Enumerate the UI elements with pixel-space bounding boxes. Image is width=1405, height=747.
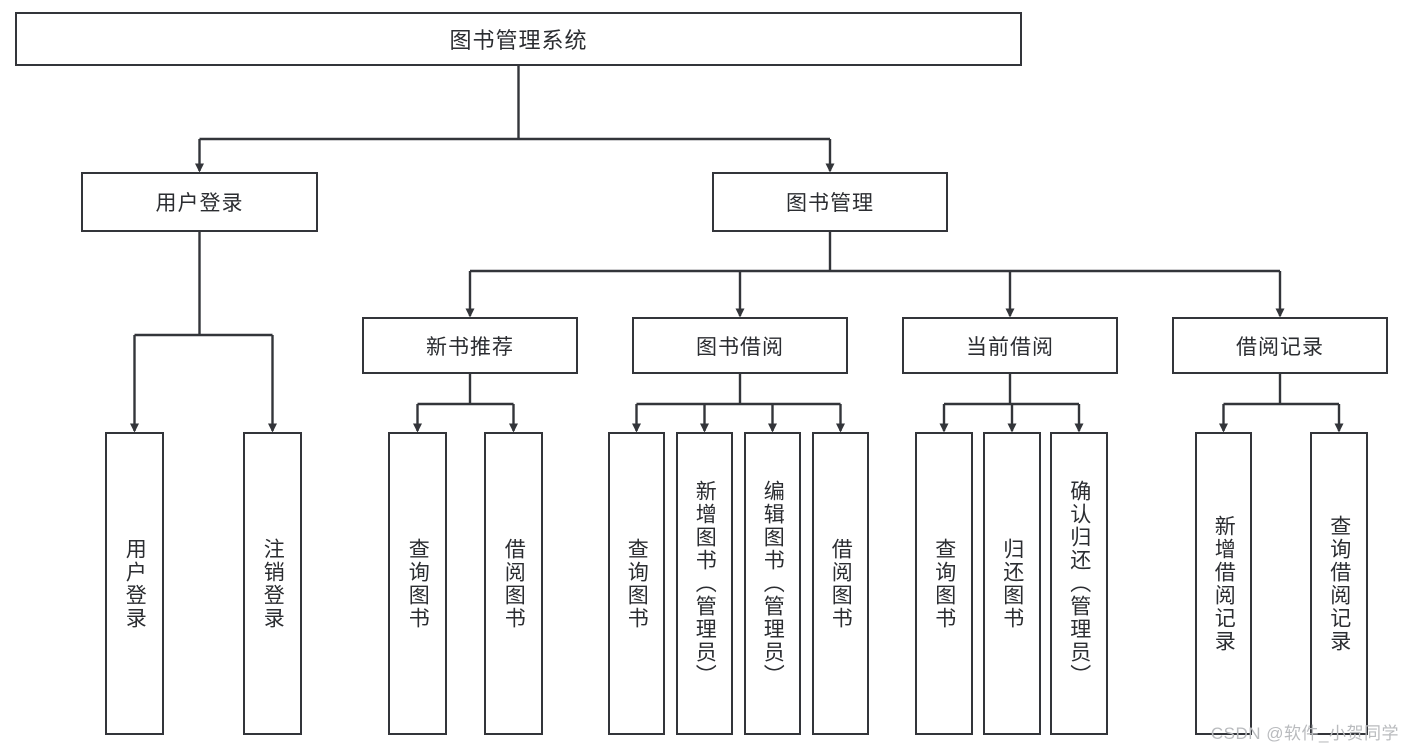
- node-leaf_11[interactable]: 新增借阅记录: [1195, 432, 1252, 735]
- node-l3_3[interactable]: 借阅记录: [1172, 317, 1388, 374]
- node-leaf_5[interactable]: 新增图书（管理员）: [676, 432, 733, 735]
- node-label: 查询图书: [406, 537, 430, 630]
- node-leaf_12[interactable]: 查询借阅记录: [1310, 432, 1368, 735]
- node-label: 图书借阅: [696, 335, 784, 359]
- node-label: 图书管理: [786, 192, 874, 215]
- node-label: 用户登录: [155, 192, 244, 215]
- node-l2_0[interactable]: 用户登录: [81, 172, 318, 232]
- node-leaf_10[interactable]: 确认归还（管理员）: [1050, 432, 1108, 735]
- node-label: 归还图书: [1000, 537, 1024, 630]
- node-root[interactable]: 图书管理系统: [15, 12, 1022, 66]
- node-label: 新增图书（管理员）: [693, 480, 717, 687]
- node-label: 查询借阅记录: [1327, 514, 1351, 653]
- node-label: 注销登录: [261, 537, 285, 630]
- node-l3_0[interactable]: 新书推荐: [362, 317, 578, 374]
- node-label: 新增借阅记录: [1212, 514, 1236, 653]
- node-label: 当前借阅: [966, 335, 1054, 359]
- node-leaf_8[interactable]: 查询图书: [915, 432, 973, 735]
- node-label: 确认归还（管理员）: [1067, 480, 1091, 687]
- node-label: 编辑图书（管理员）: [761, 480, 785, 687]
- node-leaf_3[interactable]: 借阅图书: [484, 432, 543, 735]
- node-label: 借阅图书: [502, 537, 526, 630]
- node-label: 借阅记录: [1236, 335, 1324, 359]
- node-label: 借阅图书: [829, 537, 853, 630]
- node-leaf_1[interactable]: 注销登录: [243, 432, 302, 735]
- node-label: 新书推荐: [426, 335, 514, 359]
- node-label: 图书管理系统: [449, 28, 588, 53]
- node-leaf_4[interactable]: 查询图书: [608, 432, 665, 735]
- edge-group: [130, 66, 1344, 433]
- node-leaf_0[interactable]: 用户登录: [105, 432, 164, 735]
- node-leaf_9[interactable]: 归还图书: [983, 432, 1041, 735]
- node-label: 查询图书: [932, 537, 956, 630]
- node-l2_1[interactable]: 图书管理: [712, 172, 948, 232]
- node-leaf_7[interactable]: 借阅图书: [812, 432, 869, 735]
- node-leaf_6[interactable]: 编辑图书（管理员）: [744, 432, 801, 735]
- node-l3_1[interactable]: 图书借阅: [632, 317, 848, 374]
- node-label: 查询图书: [625, 537, 649, 630]
- node-label: 用户登录: [123, 537, 147, 630]
- node-l3_2[interactable]: 当前借阅: [902, 317, 1118, 374]
- node-leaf_2[interactable]: 查询图书: [388, 432, 447, 735]
